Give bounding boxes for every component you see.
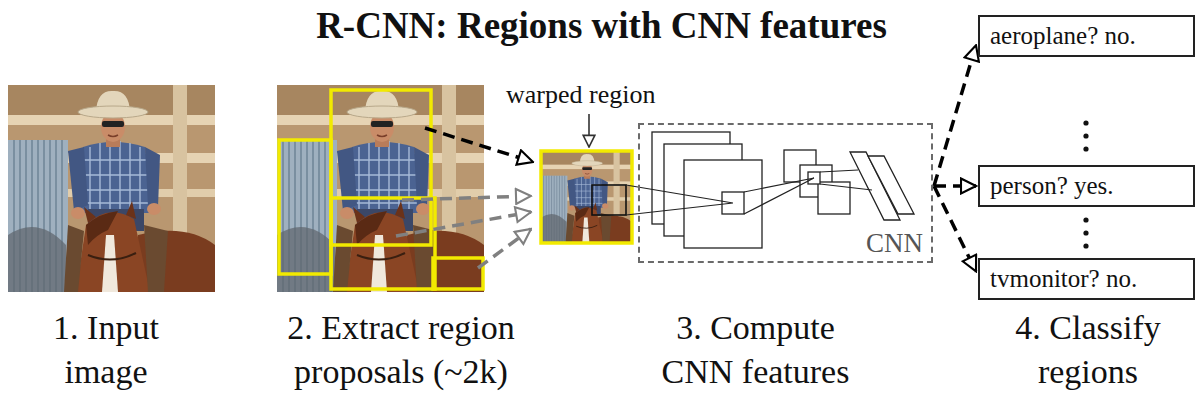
proposal-arrow — [396, 128, 533, 268]
region-proposal-box — [331, 90, 431, 245]
proposal-arrow — [402, 196, 531, 200]
region-proposal-box — [279, 90, 483, 289]
leader-arrow — [588, 114, 590, 147]
ellipsis-dots — [1083, 243, 1088, 248]
proposal-photo — [277, 85, 484, 292]
conv-layers — [868, 156, 914, 214]
class-box: person? yes. — [978, 165, 1195, 207]
step-caption: 1. Input image — [20, 306, 192, 394]
ellipsis-dots — [1083, 217, 1088, 222]
receptive-field-line — [626, 185, 733, 215]
node-text: person? yes. — [990, 171, 1183, 201]
receptive-field-line — [626, 170, 872, 215]
receptive-field-line — [744, 178, 814, 214]
class-box: tvmonitor? no. — [978, 258, 1195, 300]
cnn-box: CNN — [638, 123, 933, 263]
region-proposal-box — [433, 258, 483, 289]
warped-region-image — [541, 152, 632, 243]
ellipsis-dots — [1083, 230, 1088, 235]
proposal-photo — [277, 85, 484, 292]
ellipsis-dots — [1083, 146, 1088, 151]
region-proposal-box — [331, 198, 435, 289]
proposal-arrow — [425, 128, 533, 162]
warped-region-image — [541, 151, 632, 243]
proposal-arrow — [478, 229, 531, 268]
node-text: tvmonitor? no. — [990, 264, 1183, 294]
ellipsis-dots — [1083, 133, 1088, 138]
dashed-arrow — [934, 186, 976, 271]
warped-region-image — [541, 151, 632, 243]
proposal-arrow — [396, 212, 531, 236]
step-caption: 4. Classify regions — [988, 306, 1188, 394]
class-box: aeroplane? no. — [978, 15, 1195, 57]
receptive-field-line — [820, 170, 872, 190]
callout-label: warped region — [506, 80, 655, 110]
input-photo — [8, 85, 215, 292]
dashed-arrow — [934, 45, 976, 186]
dashed-arrow — [934, 184, 976, 188]
warped-region-image — [592, 185, 626, 215]
node-text: CNN — [866, 228, 923, 258]
node-text: aeroplane? no. — [990, 21, 1183, 51]
ellipsis-dots — [1083, 120, 1088, 125]
step-caption: 3. Compute CNN features — [648, 306, 863, 394]
step-caption: 2. Extract region proposals (~2k) — [255, 306, 547, 394]
input-photo — [8, 85, 215, 292]
leader-arrow — [589, 114, 590, 147]
region-proposal-box — [279, 140, 331, 274]
